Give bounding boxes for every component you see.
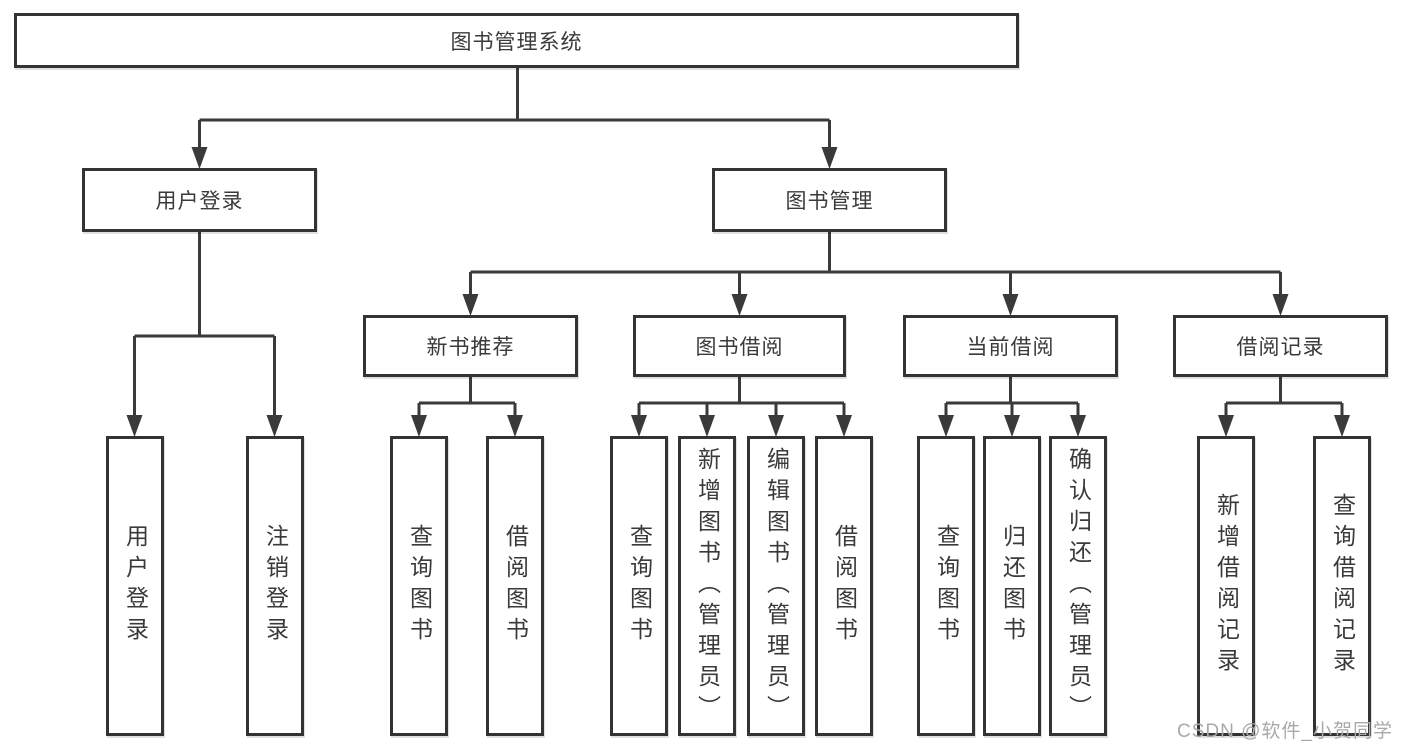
- node-label: 编辑图书（管理员）: [763, 446, 790, 726]
- leaf-logout: 注销登录: [246, 436, 304, 736]
- node-label: 借阅图书: [831, 524, 858, 648]
- node-label: 查询图书: [406, 524, 433, 648]
- leaf-edit-book-admin: 编辑图书（管理员）: [747, 436, 805, 736]
- connector-current-borrow-to-leaves: [938, 377, 1086, 437]
- node-label: 归还图书: [999, 524, 1026, 648]
- leaf-query-books-borrow: 查询图书: [610, 436, 668, 736]
- node-label: 查询借阅记录: [1329, 493, 1356, 679]
- leaf-borrow-books-recommend: 借阅图书: [486, 436, 544, 736]
- node-label: 当前借阅: [966, 336, 1055, 359]
- connector-borrow-records-to-leaves: [1218, 377, 1350, 437]
- node-label: 查询图书: [626, 524, 653, 648]
- connector-book-borrow-to-leaves: [631, 377, 852, 437]
- node-label: 图书管理: [785, 190, 874, 213]
- node-label: 查询图书: [933, 524, 960, 648]
- node-current-borrow: 当前借阅: [903, 315, 1118, 377]
- node-label: 注销登录: [262, 524, 289, 648]
- leaf-query-borrow-record: 查询借阅记录: [1313, 436, 1371, 736]
- node-label: 图书借阅: [695, 336, 784, 359]
- leaf-query-books-current: 查询图书: [917, 436, 975, 736]
- connector-user-login-to-leaves: [126, 232, 283, 437]
- node-label: 借阅图书: [502, 524, 529, 648]
- leaf-add-borrow-record: 新增借阅记录: [1197, 436, 1255, 736]
- node-label: 用户登录: [122, 524, 149, 648]
- leaf-add-book-admin: 新增图书（管理员）: [678, 436, 736, 736]
- node-label: 确认归还（管理员）: [1065, 446, 1092, 726]
- node-new-book-recommend: 新书推荐: [363, 315, 578, 377]
- node-label: 新增图书（管理员）: [694, 446, 721, 726]
- node-label: 新书推荐: [426, 336, 515, 359]
- leaf-confirm-return-admin: 确认归还（管理员）: [1049, 436, 1107, 736]
- leaf-query-books-recommend: 查询图书: [390, 436, 448, 736]
- leaf-user-login: 用户登录: [106, 436, 164, 736]
- node-borrow-records: 借阅记录: [1173, 315, 1388, 377]
- connector-new-book-recommend-to-leaves: [411, 377, 523, 437]
- connector-book-management-to-level3: [462, 232, 1289, 316]
- node-root: 图书管理系统: [14, 13, 1019, 68]
- csdn-watermark: CSDN @软件_小贺同学: [1177, 721, 1393, 742]
- node-label: 用户登录: [155, 190, 244, 213]
- connector-root-to-level2: [191, 68, 838, 169]
- node-user-login: 用户登录: [82, 168, 317, 232]
- node-book-borrow: 图书借阅: [633, 315, 846, 377]
- node-label: 借阅记录: [1236, 336, 1325, 359]
- leaf-borrow-books: 借阅图书: [815, 436, 873, 736]
- node-label: 新增借阅记录: [1213, 493, 1240, 679]
- leaf-return-book: 归还图书: [983, 436, 1041, 736]
- node-book-management: 图书管理: [712, 168, 947, 232]
- node-label: 图书管理系统: [450, 30, 583, 54]
